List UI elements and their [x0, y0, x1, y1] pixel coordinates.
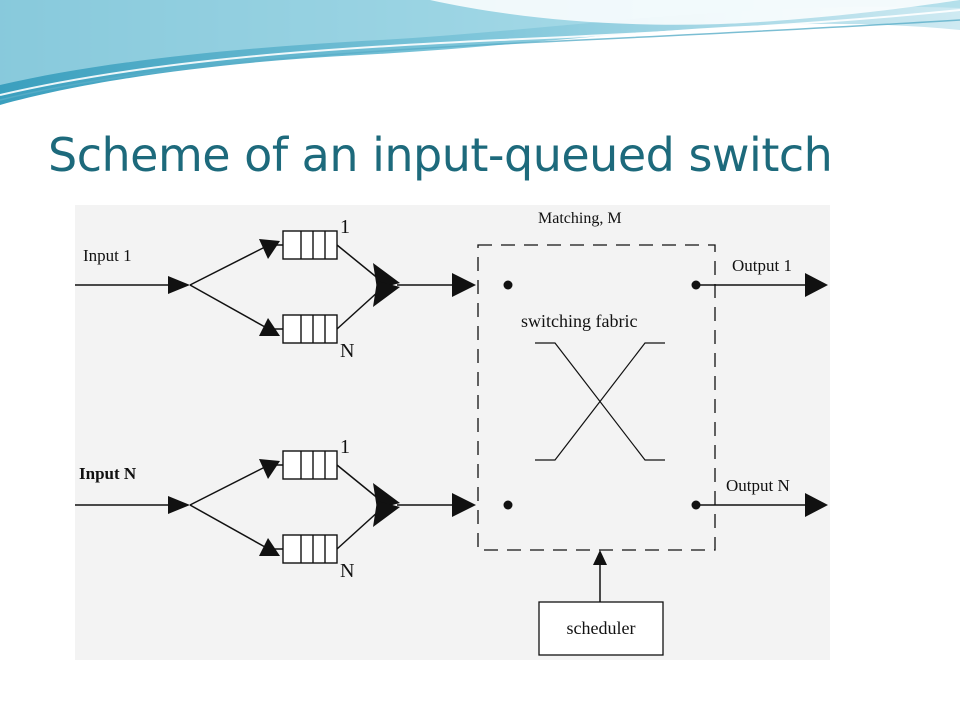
fabric-input-n-port	[503, 500, 513, 510]
crossbar-line-b	[535, 342, 665, 461]
scheduler-box	[538, 601, 664, 656]
output-n-arrowhead	[805, 493, 828, 517]
output-n-label: Output N	[726, 476, 790, 495]
output-n-group: Output N	[700, 476, 828, 517]
fabric-input-1-port	[503, 280, 513, 290]
input-1-voq-top	[282, 230, 338, 260]
switching-fabric: Matching, M switching fabric	[477, 210, 716, 551]
input-n-voq-top	[282, 450, 338, 480]
matching-label: Matching, M	[538, 210, 622, 227]
input-n-arrowhead	[168, 496, 190, 514]
switch-diagram-svg: Input 1 1 N Input N	[75, 210, 828, 656]
output-1-label: Output 1	[732, 256, 792, 275]
scheduler-arrowhead	[593, 550, 607, 565]
input-1-arrowhead	[168, 276, 190, 294]
header-wave-decoration	[0, 0, 960, 105]
slide-title: Scheme of an input-queued switch	[48, 128, 833, 182]
input-n-label: Input N	[79, 464, 137, 483]
input-n-queue-top-label: 1	[340, 436, 350, 458]
input-1-queue-top-label: 1	[340, 216, 350, 238]
fabric-label: switching fabric	[521, 311, 637, 331]
fabric-dashed-box	[477, 244, 716, 551]
output-1-group: Output 1	[700, 256, 828, 297]
input-n-group: Input N 1 N	[75, 436, 476, 582]
fabric-output-n-port	[691, 500, 701, 510]
input-1-queue-bottom-label: N	[340, 340, 354, 362]
input-n-queue-bottom-label: N	[340, 560, 354, 582]
scheduler-group: scheduler	[538, 550, 664, 656]
input-1-voq-bottom	[282, 314, 338, 344]
input-n-voq-bottom	[282, 534, 338, 564]
scheduler-label: scheduler	[567, 618, 636, 638]
output-1-arrowhead	[805, 273, 828, 297]
fabric-output-1-port	[691, 280, 701, 290]
input-1-label: Input 1	[83, 246, 132, 265]
input-1-group: Input 1 1 N	[75, 216, 476, 362]
switch-diagram: Input 1 1 N Input N	[75, 205, 830, 660]
